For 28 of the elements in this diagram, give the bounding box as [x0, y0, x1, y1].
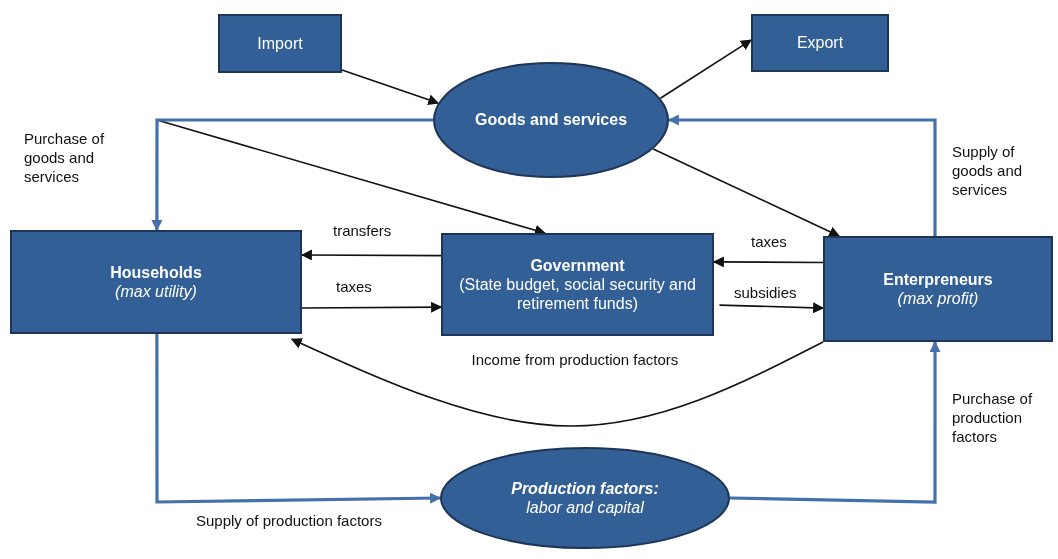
node-title: Enterpreneurs: [882, 269, 994, 289]
node-title: Production factors:: [510, 478, 660, 498]
arrow: [341, 69, 440, 106]
arrow: [652, 148, 841, 237]
arrow: [729, 340, 941, 504]
ellipse-node: [433, 62, 669, 178]
arrow: [659, 39, 752, 100]
process-box: [218, 14, 342, 73]
node-subtitle: (State budget, social security and retirement funds): [458, 274, 697, 314]
process-box: [823, 236, 1053, 342]
node-subtitle: labor and capital: [525, 498, 645, 518]
arrow: [155, 334, 442, 504]
edge-label: Supply of production factors: [196, 512, 382, 531]
node-subtitle: (max utility): [114, 282, 198, 302]
process-box: [751, 14, 889, 72]
arrow: [290, 338, 824, 427]
process-box: [10, 230, 302, 334]
process-box: [441, 233, 714, 336]
node-title: Import: [256, 33, 304, 54]
node-title: Goods and services: [473, 110, 629, 130]
arrow: [301, 301, 443, 313]
ellipse-node: [440, 447, 730, 549]
arrow: [718, 302, 825, 314]
arrow: [151, 118, 433, 232]
node-title: Export: [795, 33, 845, 53]
node-title: Government: [529, 255, 626, 275]
node-subtitle: (max profit): [896, 289, 980, 309]
node-title: Households: [109, 262, 203, 282]
